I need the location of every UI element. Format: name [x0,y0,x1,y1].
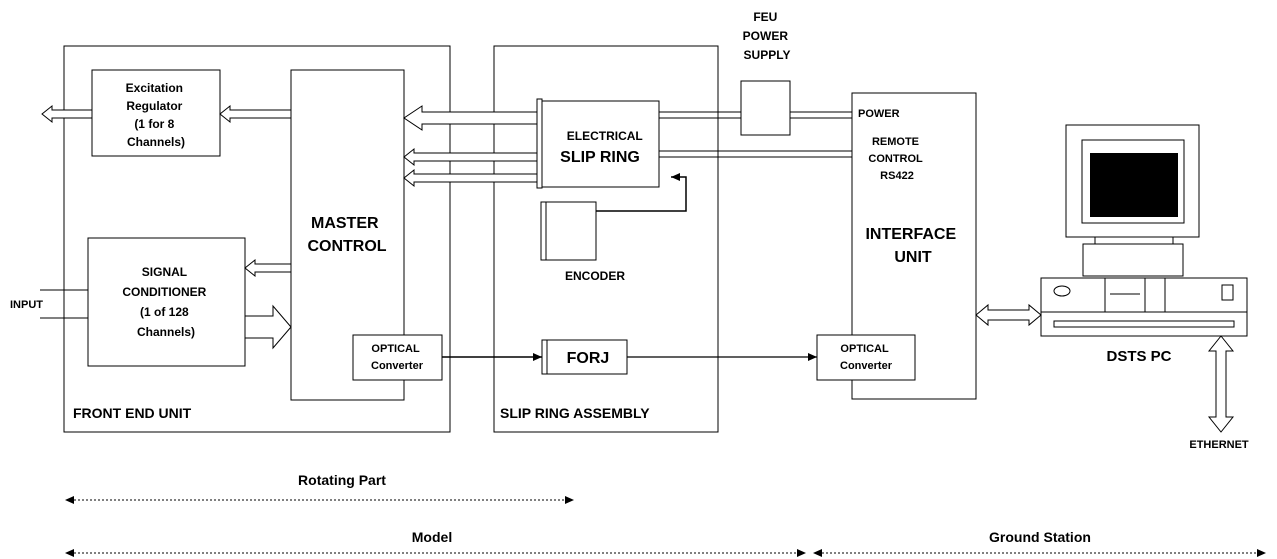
feu-power-supply-label: FEU POWER SUPPLY [743,10,792,62]
pc-ethernet-double-arrow [1209,336,1233,432]
dsts-pc-icon [1041,125,1247,336]
electrical-slip-ring-box [542,101,659,187]
forj-flange [542,340,547,374]
interface-pc-double-arrow [976,305,1041,325]
ethernet-label: ETHERNET [1189,439,1249,451]
interface-optical-converter-box [817,335,915,380]
ground-station-label: Ground Station [989,529,1091,545]
encoder-flange [541,202,546,260]
model-label: Model [412,529,452,545]
power-label: POWER [858,108,900,120]
slip-ring-assembly-label: SLIP RING ASSEMBLY [500,405,650,421]
rotating-part-label: Rotating Part [298,472,386,488]
front-end-unit-label: FRONT END UNIT [73,405,192,421]
forj-label: FORJ [567,350,610,367]
encoder-label: ENCODER [565,269,625,283]
dsts-pc-label: DSTS PC [1106,348,1171,365]
signal-conditioner-box [88,238,245,366]
input-label: INPUT [10,299,43,311]
slip-ring-flange [537,99,542,188]
encoder-box [546,202,596,260]
feu-optical-converter-box [353,335,442,380]
feu-power-supply-box [741,81,790,135]
